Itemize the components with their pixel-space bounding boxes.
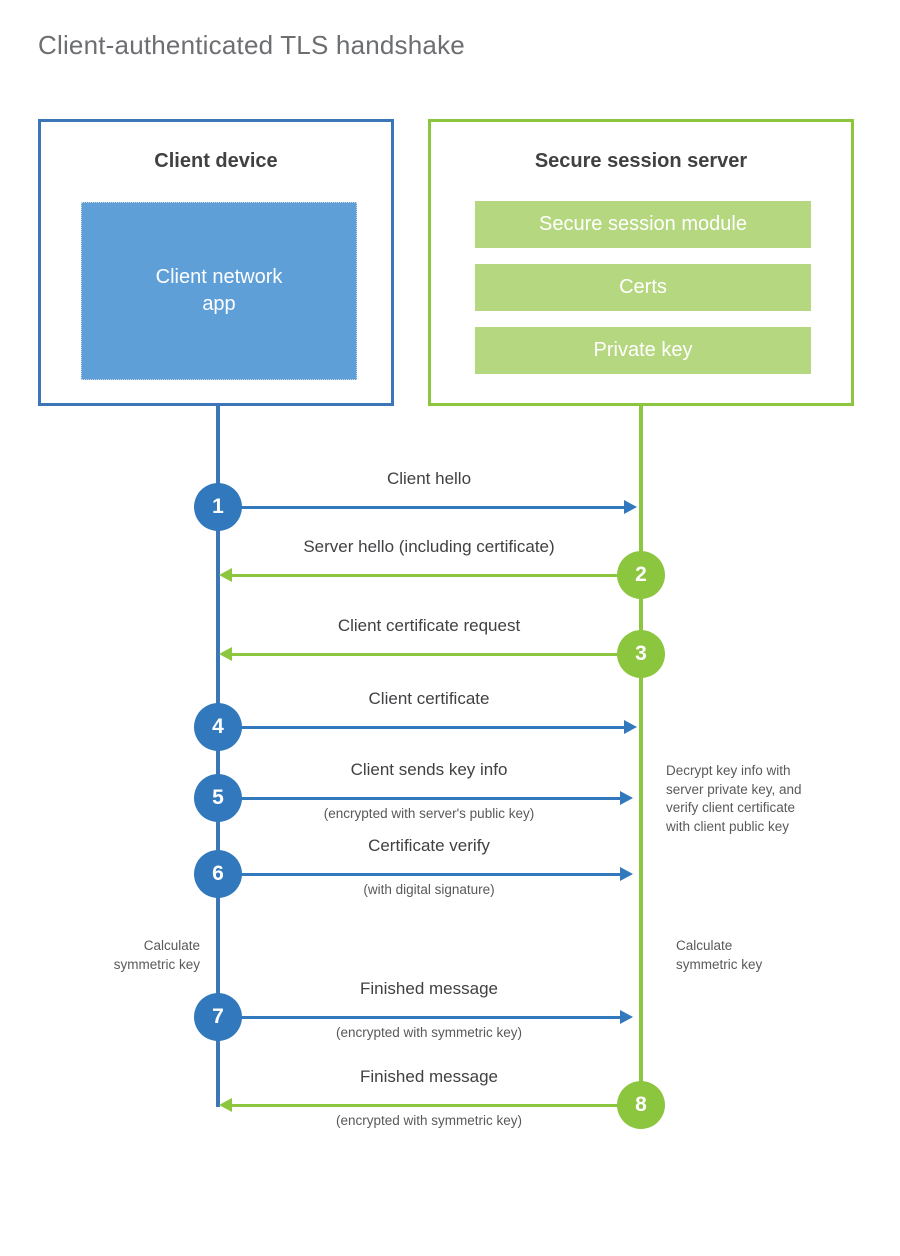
message-line-8 — [232, 1104, 622, 1107]
arrow-head-left-8 — [219, 1098, 232, 1112]
message-label-3: Client certificate request — [337, 616, 521, 635]
arrow-head-left-2 — [219, 568, 232, 582]
arrow-head-left-3 — [219, 647, 232, 661]
arrow-head-right-4 — [624, 720, 637, 734]
message-line-1 — [218, 506, 624, 509]
page-title: Client-authenticated TLS handshake — [38, 30, 465, 60]
secure-session-server-box: Secure session server Secure session mod… — [428, 119, 854, 406]
message-line-6 — [218, 873, 620, 876]
step-circle-5[interactable]: 5 — [194, 774, 242, 822]
message-sublabel-7: (encrypted with symmetric key) — [335, 1025, 523, 1040]
step-circle-4[interactable]: 4 — [194, 703, 242, 751]
server-component-secure-session-module: Secure session module — [475, 201, 811, 248]
message-line-7 — [218, 1016, 620, 1019]
message-sublabel-8: (encrypted with symmetric key) — [335, 1113, 523, 1128]
client-network-app-label: Client network app — [155, 266, 283, 315]
client-device-title: Client device — [154, 150, 278, 172]
client-device-box: Client device Client network app — [38, 119, 394, 406]
note-calculate-symmetric-key-client: Calculate symmetric key — [113, 938, 200, 972]
arrow-head-right-5 — [620, 791, 633, 805]
message-label-2: Server hello (including certificate) — [303, 537, 555, 556]
note-decrypt-key-info: Decrypt key info with server private key… — [666, 763, 802, 834]
note-calculate-symmetric-key-server: Calculate symmetric key — [676, 938, 763, 972]
client-lifeline — [216, 406, 220, 1107]
step-circle-1[interactable]: 1 — [194, 483, 242, 531]
message-sublabel-5: (encrypted with server's public key) — [323, 806, 535, 821]
step-circle-7[interactable]: 7 — [194, 993, 242, 1041]
message-sublabel-6: (with digital signature) — [363, 882, 495, 897]
step-circle-3[interactable]: 3 — [617, 630, 665, 678]
message-line-4 — [218, 726, 624, 729]
message-label-8: Finished message — [360, 1067, 498, 1086]
step-circle-8[interactable]: 8 — [617, 1081, 665, 1129]
message-label-5: Client sends key info — [350, 760, 508, 779]
step-circle-2[interactable]: 2 — [617, 551, 665, 599]
message-label-1: Client hello — [386, 469, 472, 488]
arrow-head-right-6 — [620, 867, 633, 881]
client-network-app-block: Client network app — [81, 202, 357, 380]
message-line-2 — [232, 574, 622, 577]
server-lifeline — [639, 406, 643, 1107]
step-circle-6[interactable]: 6 — [194, 850, 242, 898]
server-component-certs: Certs — [475, 264, 811, 311]
message-label-7: Finished message — [360, 979, 498, 998]
message-line-5 — [218, 797, 620, 800]
message-label-6: Certificate verify — [368, 836, 490, 855]
secure-session-server-title: Secure session server — [534, 150, 748, 172]
server-component-private-key: Private key — [475, 327, 811, 374]
arrow-head-right-1 — [624, 500, 637, 514]
message-line-3 — [232, 653, 622, 656]
message-label-4: Client certificate — [368, 689, 490, 708]
arrow-head-right-7 — [620, 1010, 633, 1024]
